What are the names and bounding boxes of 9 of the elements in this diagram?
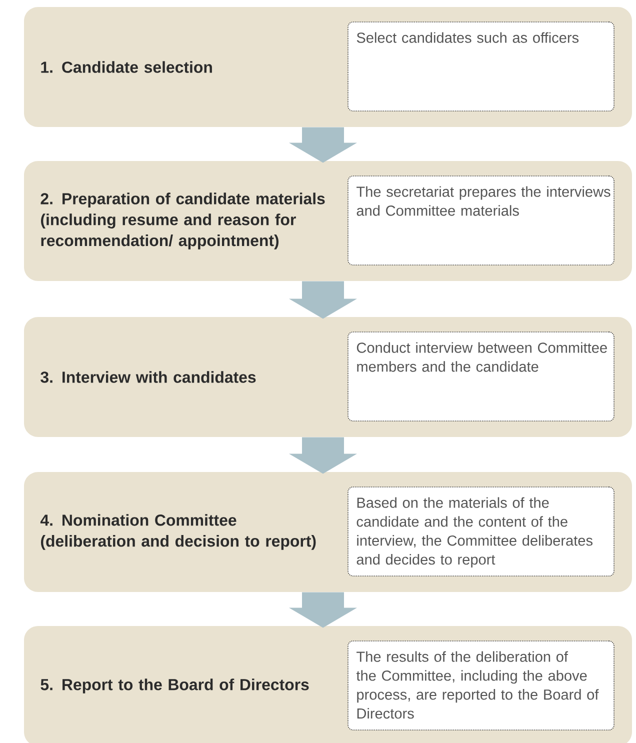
down-arrow [289, 592, 357, 628]
description-box: Based on the materials of the candidate and the content of the interview, the Committee deliberates and decides to report [348, 486, 614, 576]
down-arrow [289, 437, 357, 474]
description-box: The results of the deliberation of the Committee, including the above process, are reported to the Board of Directors [348, 640, 614, 730]
description-box: Select candidates such as officers [348, 22, 614, 112]
down-arrow [289, 281, 357, 319]
description-box: Conduct interview between Committee members and the candidate [348, 332, 614, 422]
description-box: The secretariat prepares the interviews and Committee materials [348, 176, 614, 266]
down-arrow [289, 127, 357, 163]
